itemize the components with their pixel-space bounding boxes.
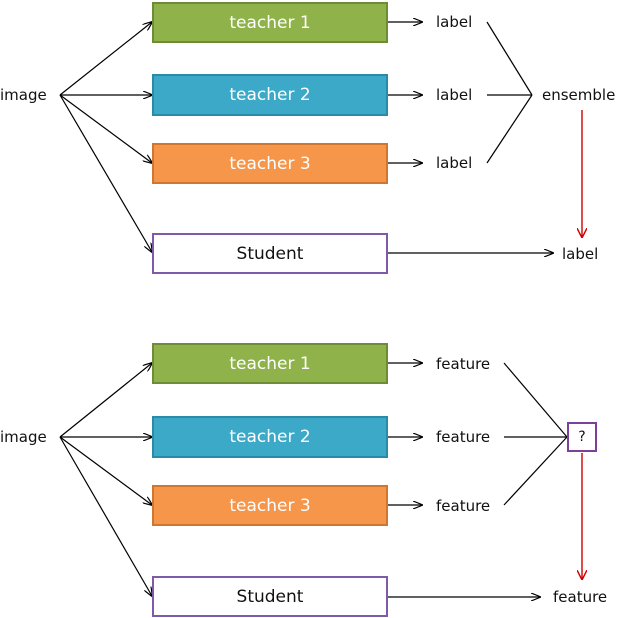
bottom-input-label: image [0,428,47,446]
bottom-teacher-2-label: teacher 2 [229,427,311,447]
bottom-teacher-3-output: feature [436,497,491,515]
top-teacher-3-box: teacher 3 [152,143,388,184]
bottom-student-label: Student [236,586,304,607]
bottom-teacher-1-label: teacher 1 [229,353,311,374]
bottom-merge-label: ? [578,429,586,445]
top-teacher-1-label: teacher 1 [229,12,311,33]
bottom-teacher-1-box: teacher 1 [152,343,388,384]
bottom-merge-box: ? [567,422,597,452]
bottom-student-box: Student [152,576,388,617]
bottom-teacher-1-output: feature [436,355,491,373]
top-output-arrows [388,22,422,163]
top-student-box: Student [152,233,388,274]
bottom-output-arrows [388,363,422,505]
top-teacher-2-box: teacher 2 [152,74,388,116]
top-merge-label: ensemble [542,86,616,104]
top-input-arrows [59,22,152,252]
top-teacher-3-output: label [436,154,473,172]
bottom-student-output: feature [553,588,608,606]
bottom-teacher-2-box: teacher 2 [152,416,388,458]
top-teacher-3-label: teacher 3 [229,153,311,174]
bottom-teacher-2-output: feature [436,428,491,446]
top-teacher-2-output: label [436,86,473,104]
bottom-teacher-3-label: teacher 3 [229,495,311,516]
top-teacher-1-box: teacher 1 [152,2,388,43]
bottom-teacher-3-box: teacher 3 [152,485,388,526]
top-teacher-1-output: label [436,13,473,31]
top-input-label: image [0,86,47,104]
top-student-output: label [562,245,599,263]
top-teacher-2-label: teacher 2 [229,85,311,105]
top-student-label: Student [236,243,304,264]
bottom-merge-lines [503,362,568,506]
top-merge-lines [486,21,533,164]
bottom-input-arrows [59,363,152,596]
